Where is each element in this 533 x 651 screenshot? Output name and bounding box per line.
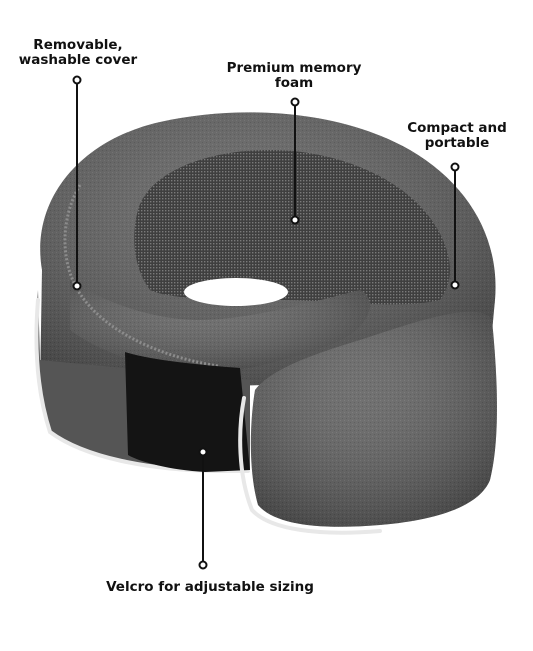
callout-foam-line1: Premium memory: [226, 60, 362, 76]
callout-velcro-label: Velcro for adjustable sizing: [95, 580, 325, 595]
callout-cover-label: Removable, washable cover: [8, 38, 148, 68]
callout-compact-label: Compact and portable: [398, 121, 516, 151]
callout-foam-line2: foam: [274, 75, 314, 91]
callout-velcro-pointer: [198, 447, 208, 570]
callout-cover-pointer: [72, 75, 82, 291]
callout-compact-pointer: [450, 162, 460, 290]
callout-compact-line2: portable: [424, 135, 490, 151]
callout-cover-line2: washable cover: [18, 52, 138, 68]
center-hole: [184, 278, 288, 306]
velcro-strap: [125, 352, 250, 472]
callout-foam-label: Premium memory foam: [218, 61, 370, 91]
callout-cover-line1: Removable,: [33, 37, 123, 53]
mesh-cavity: [134, 150, 450, 305]
callout-foam-pointer: [290, 97, 300, 225]
callout-velcro-line1: Velcro for adjustable sizing: [106, 579, 314, 595]
callout-compact-line1: Compact and: [407, 120, 507, 136]
